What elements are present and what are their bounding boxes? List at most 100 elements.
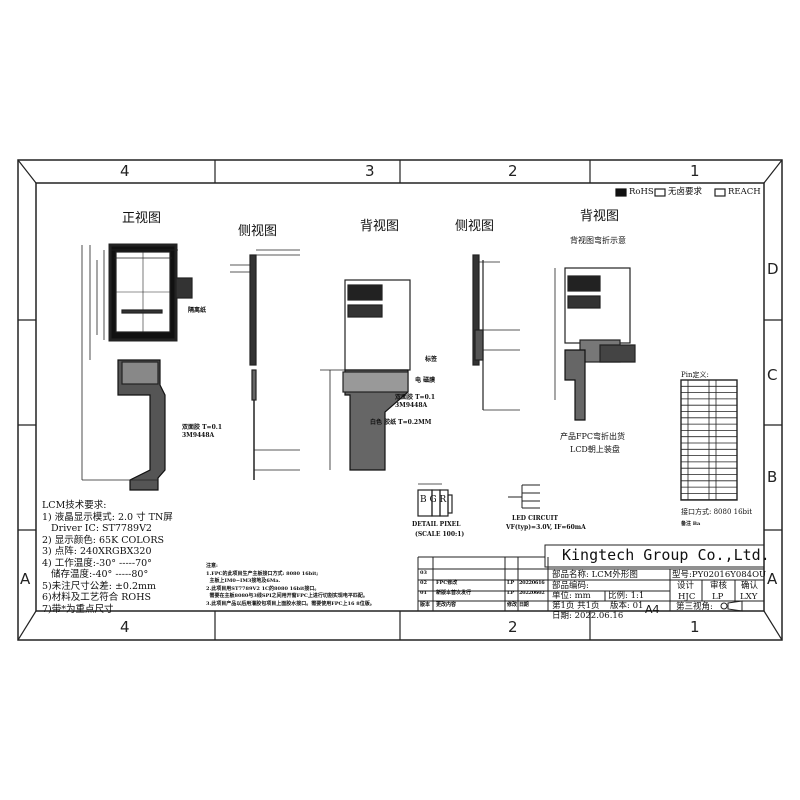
pin-notes: 备注 Ba <box>681 521 701 527</box>
iso-tape-note: 隔离纸 <box>188 307 207 314</box>
zone-row-a: A <box>767 570 778 588</box>
halogen-free-checkbox <box>654 188 666 197</box>
requirement-item: 储存温度:-40° -----80° <box>42 569 149 580</box>
note-line: 2.此项目用ST7789V2 1C的8080 16bit接口。 <box>206 585 320 592</box>
back-tape-note: 双面胶 T=0.1 <box>395 394 436 401</box>
revision-desc: 新版本首次发行 <box>436 590 472 596</box>
requirement-item: 6)材料及工艺符合 ROHS <box>42 592 152 603</box>
revision-date: 20220602 <box>519 590 545 596</box>
notes-title: 注意: <box>206 563 218 569</box>
revision-ver: 03 <box>420 570 427 576</box>
part-name: 部品名称: LCM外形图 <box>552 570 638 580</box>
lcm-requirements: LCM技术要求: 1) 液晶显示模式: 2.0 寸 TN屏 Driver IC:… <box>42 500 173 615</box>
scale: 比例: 1:1 <box>608 591 645 601</box>
led-title: LED CIRCUIT <box>512 515 558 522</box>
note-line: 主板上IM0~IM3接地及6Ma. <box>206 578 281 584</box>
requirement-item: 4) 工作温度:-30° -----70° <box>42 557 152 569</box>
paper-size: A4 <box>645 603 660 616</box>
designer: HJC <box>678 592 696 602</box>
revision-desc: FPC修改 <box>436 580 458 586</box>
projection-label: 第三视角: <box>676 602 713 612</box>
zone-col-1-bottom: 1 <box>690 618 700 636</box>
front-tape-note: 双面胶 T=0.1 <box>182 424 223 431</box>
revision-date: 20220616 <box>519 580 545 586</box>
revision-ver: 版本 <box>420 602 431 608</box>
side-view-title: 侧视图 <box>238 224 278 239</box>
front-tape-note-2: 3M9448A <box>182 432 215 439</box>
pixel-title: DETAIL PIXEL <box>412 521 461 528</box>
back-tape-note-2: 3M9448A <box>395 402 428 409</box>
note-line: 1.FPC的此项目生产主板接口方式: 8080 16bit; <box>206 570 319 577</box>
rohs-checkbox <box>615 188 627 197</box>
zone-row-d: D <box>767 260 779 278</box>
zone-row-a-left: A <box>20 570 31 588</box>
part-number: 型号:PY02016Y084OU <box>672 570 767 580</box>
side-mark-note: 标签 <box>425 356 438 363</box>
back-view-drawing <box>320 279 411 471</box>
revision-by: LP <box>507 580 515 586</box>
requirement-item: Driver IC: ST7789V2 <box>42 523 152 534</box>
fold-note-2: LCD朝上装盘 <box>570 445 620 454</box>
requirement-item: 3) 点阵: 240XRGBX320 <box>42 546 152 557</box>
requirements-title: LCM技术要求: <box>42 500 107 511</box>
review-label: 审核 <box>710 581 728 591</box>
reach-label: REACH <box>728 187 761 197</box>
front-view-title: 正视图 <box>122 211 162 226</box>
back-bend-view-title: 背视图 <box>580 209 620 224</box>
front-view-drawing <box>81 243 193 491</box>
pixel-letters: B G R <box>420 495 447 505</box>
fold-note-1: 产品FPC弯折出货 <box>560 432 626 441</box>
part-code: 部品编码: <box>552 581 589 591</box>
requirement-item: 2) 显示颜色: 65K COLORS <box>42 534 165 546</box>
zone-col-4-bottom: 4 <box>120 618 130 636</box>
side-view-2-drawing <box>472 254 520 411</box>
company-name: Kingtech Group Co.,Ltd. <box>562 546 770 564</box>
reviewer: LP <box>712 592 724 602</box>
side-view-drawing <box>230 249 300 480</box>
revision-ver: 02 <box>420 580 427 586</box>
pixel-scale: (SCALE 100:1) <box>415 531 465 538</box>
revision-ver: 01 <box>420 590 427 596</box>
zone-col-2-bottom: 2 <box>508 618 518 636</box>
revision-date: 日期 <box>519 602 529 608</box>
side-view-2-title: 侧视图 <box>455 219 495 234</box>
revision-desc: 更改内容 <box>436 602 457 608</box>
detail-pixel-drawing <box>417 483 453 517</box>
zone-col-1-top: 1 <box>690 162 700 180</box>
reach-checkbox <box>714 188 726 197</box>
confirm-label: 确认 <box>741 581 759 591</box>
requirement-item: 5)未注尺寸公差: ±0.2mm <box>42 580 157 592</box>
zone-col-3-top: 3 <box>365 162 375 180</box>
note-line: 需要在主板8080与3线SPI之间用开窗FPC上进行切割实现电平匹配。 <box>206 593 368 599</box>
back-view-title: 背视图 <box>360 219 400 234</box>
date: 日期: 2022.06.16 <box>552 611 624 621</box>
zone-col-2-top: 2 <box>508 162 518 180</box>
back-bend-view-drawing <box>554 267 636 421</box>
sheet: 第1页 共1页 <box>552 601 600 611</box>
zone-col-4-top: 4 <box>120 162 130 180</box>
pin-interface: 接口方式: 8080 16bit <box>681 508 753 516</box>
requirement-item: 1) 液晶显示模式: 2.0 寸 TN屏 <box>42 511 173 523</box>
led-circuit-drawing <box>508 484 540 509</box>
title-block-grid <box>417 544 765 612</box>
revision-by: LP <box>507 590 515 596</box>
rohs-label: RoHS <box>629 187 654 197</box>
confirmer: LXY <box>740 592 758 602</box>
design-label: 设计 <box>677 581 695 591</box>
version: 版本: 01 <box>610 601 644 611</box>
back-label-note: 电 磁膜 <box>415 377 436 384</box>
pin-table-grid <box>680 379 738 501</box>
zone-row-c: C <box>767 366 778 384</box>
pin-table-title: Pin定义: <box>681 371 709 379</box>
revision-by: 修改 <box>507 602 518 608</box>
zone-row-b: B <box>767 468 778 486</box>
design-notes: 注意: 1.FPC的此项目生产主板接口方式: 8080 16bit; 主板上IM… <box>206 563 375 608</box>
back-white-tape-note: 白色 胶纸 T=0.2MM <box>370 419 432 426</box>
requirement-item: 7)带*为重点尺寸 <box>42 603 114 615</box>
halogen-free-label: 无卤要求 <box>668 187 703 197</box>
unit: 单位: mm <box>552 591 591 601</box>
back-bend-caption: 背视图弯折示意 <box>570 236 626 245</box>
note-line: 3.此项目产品以后用灌胶包项目上面胶水接口。需要使用FPC上16 8位版。 <box>206 600 375 607</box>
led-spec: VF(typ)=3.0V, IF=60mA <box>506 524 586 531</box>
